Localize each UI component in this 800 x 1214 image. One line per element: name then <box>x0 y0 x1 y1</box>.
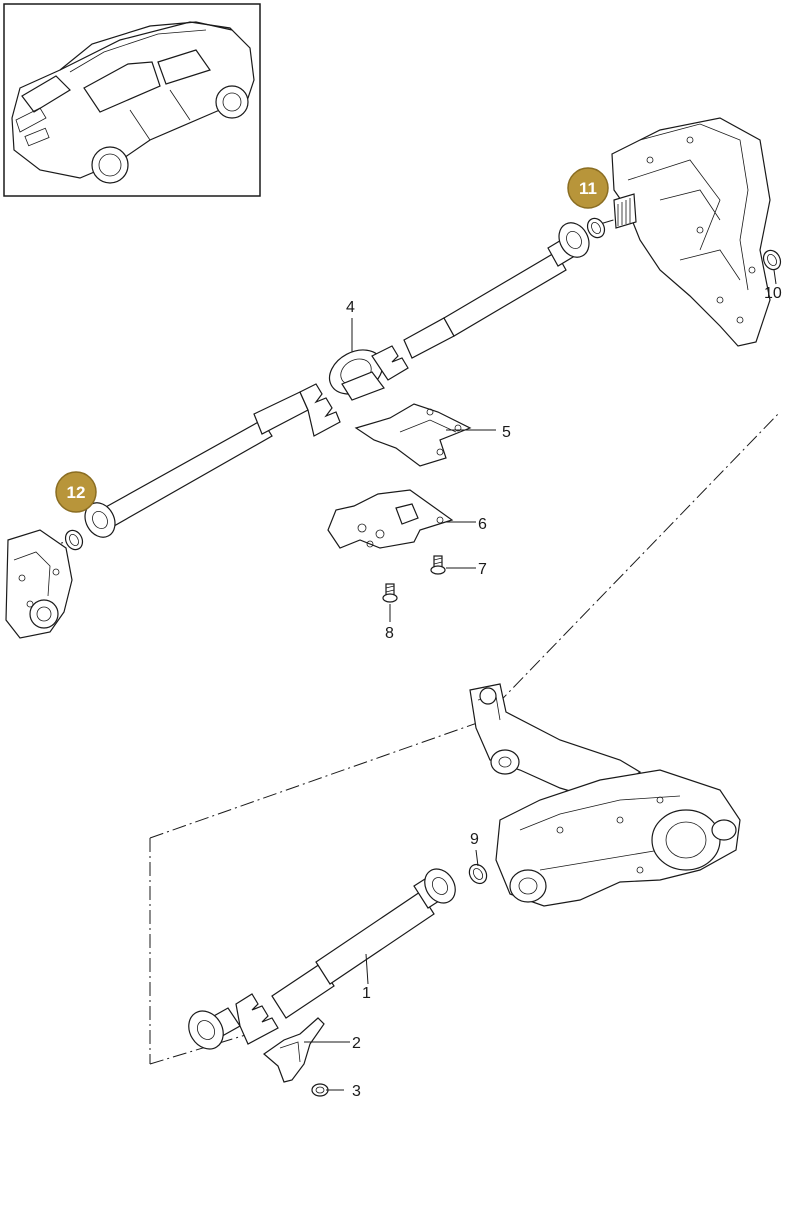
vehicle-thumbnail <box>3 3 261 197</box>
callout-labels: 1 2 3 4 5 6 7 8 9 10 <box>346 285 782 1100</box>
callout-10: 10 <box>764 285 782 302</box>
bracket-5 <box>354 403 472 467</box>
callout-4: 4 <box>346 299 355 316</box>
suv-outline-icon <box>11 21 255 184</box>
badge-11[interactable]: 11 <box>567 167 609 209</box>
seal-ring-11-icon <box>586 217 606 239</box>
callout-3: 3 <box>352 1083 361 1100</box>
transfer-case <box>611 117 771 347</box>
callout-6: 6 <box>478 516 487 533</box>
callout-2: 2 <box>352 1035 361 1052</box>
callout-7: 7 <box>478 561 487 578</box>
callout-5: 5 <box>502 424 511 441</box>
bolt-7-icon <box>430 555 446 575</box>
seal-ring-12-icon <box>64 529 84 551</box>
badge-12[interactable]: 12 <box>55 471 97 513</box>
callout-1: 1 <box>362 985 371 1002</box>
callout-9: 9 <box>470 831 479 848</box>
leader-lines <box>304 269 777 1091</box>
seal-ring-9-icon <box>468 863 488 885</box>
seal-ring-10-icon <box>762 249 782 271</box>
rear-axle-carrier <box>469 683 741 907</box>
badge-12-label: 12 <box>67 483 86 502</box>
nut-3-icon <box>311 1083 329 1097</box>
bracket-6 <box>327 489 454 549</box>
bolt-8-icon <box>382 583 398 603</box>
rear-propshaft <box>188 868 456 1050</box>
front-axle-housing <box>5 529 73 639</box>
front-propshaft <box>84 222 590 538</box>
badge-11-label: 11 <box>579 179 597 198</box>
callout-8: 8 <box>385 625 394 642</box>
heat-shield-bracket-2 <box>263 1017 325 1083</box>
